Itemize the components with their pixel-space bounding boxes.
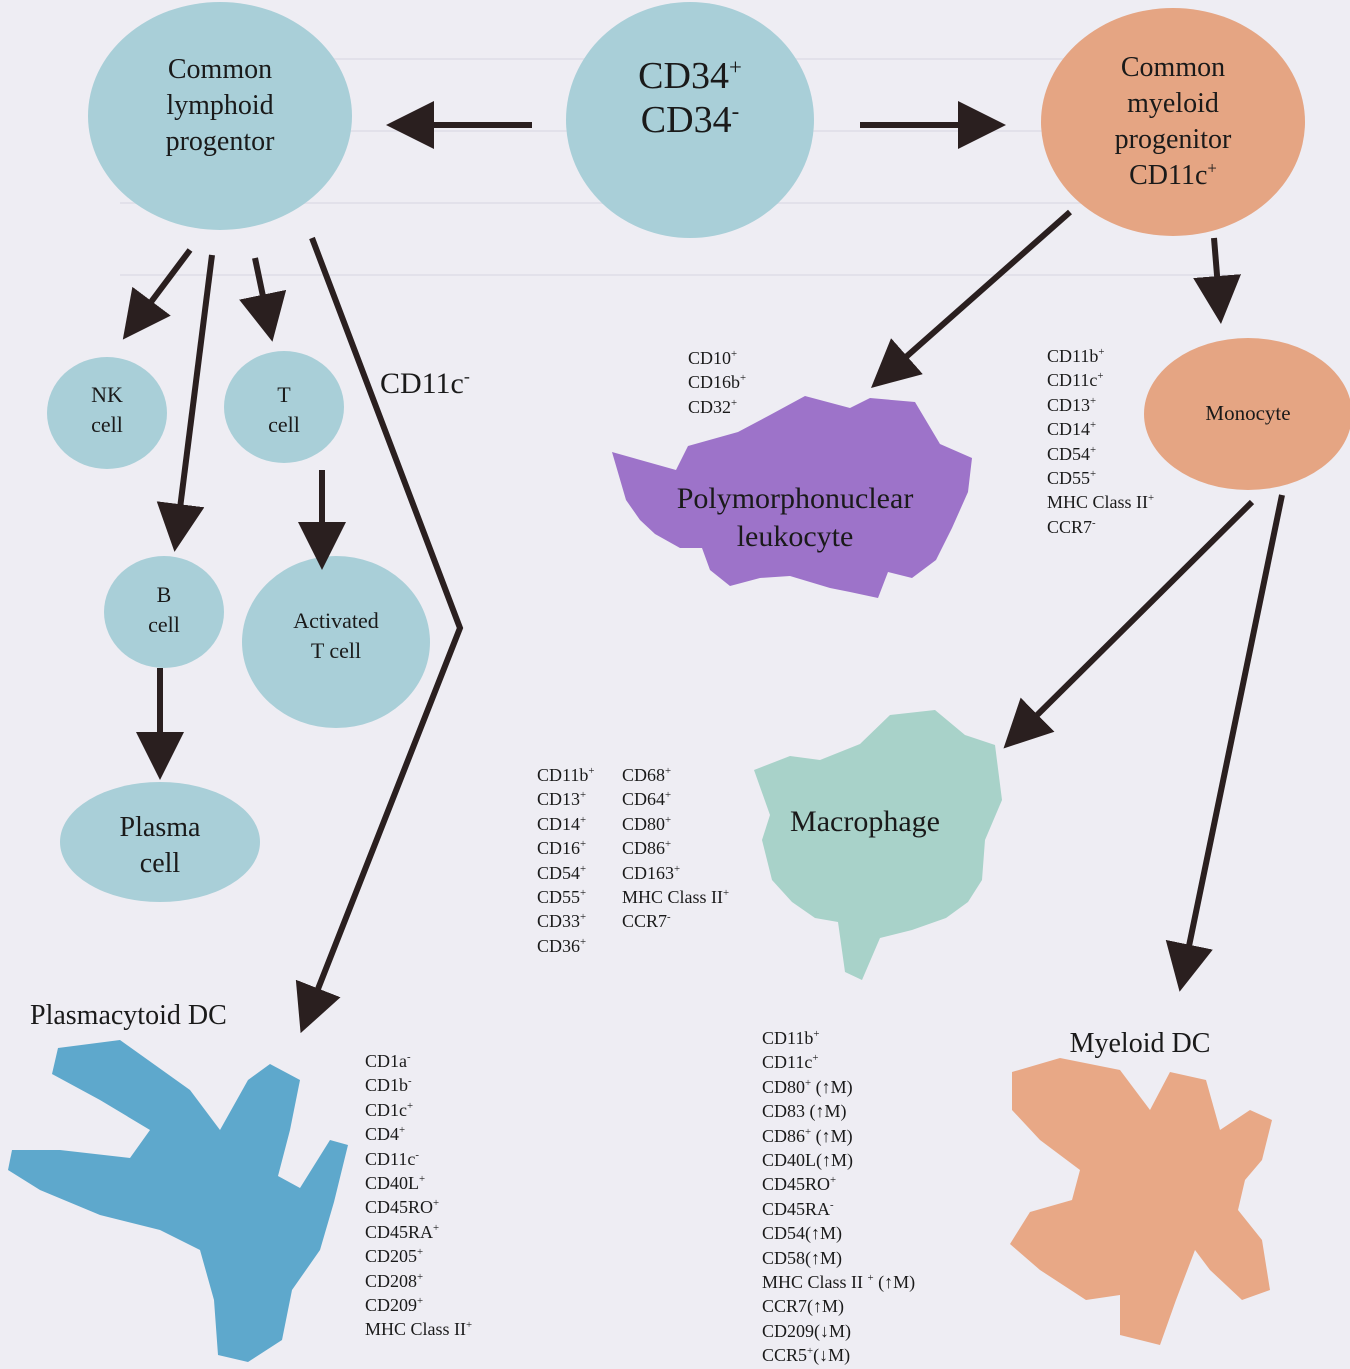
- marker-item: CD64+: [622, 789, 672, 810]
- marker-item: CD10+: [688, 348, 738, 368]
- marker-item: CD1b-: [365, 1075, 412, 1096]
- clp-cell: [88, 2, 352, 230]
- monocyte-marker-list: CD11b+ CD11c+ CD13+ CD14+ CD54+ CD55+ MHC Clas…: [1047, 344, 1154, 539]
- marker-item: CD55+: [537, 886, 587, 907]
- marker-item: CD13+: [537, 789, 587, 810]
- marker-item: CD33+: [537, 911, 587, 932]
- stem-cell: [566, 2, 814, 238]
- marker-item: MHC Class II + (↑M): [762, 1271, 916, 1292]
- marker-item: CD4+: [365, 1124, 406, 1145]
- marker-item: CD45RO+: [365, 1197, 440, 1218]
- arrow-cmp-to-pmn: [871, 209, 1072, 388]
- marker-item: CD163+: [622, 862, 681, 883]
- mdc-shape: [1010, 1058, 1272, 1345]
- marker-item: CD55+: [1047, 467, 1097, 488]
- marker-item: CD209(↓M): [762, 1320, 852, 1341]
- monocyte-label: Monocyte: [1205, 401, 1291, 425]
- marker-item: CD13+: [1047, 394, 1097, 415]
- marker-item: CD45RA-: [762, 1198, 834, 1219]
- marker-item: CD80+ (↑M): [762, 1076, 853, 1097]
- marker-item: CCR7(↑M): [762, 1296, 845, 1317]
- clp-label: Common lymphoid progentor: [165, 54, 275, 157]
- stem-cell-label: CD34+ CD34-: [638, 54, 742, 141]
- marker-item: CD32+: [688, 396, 738, 417]
- cmp-label: Common myeloid progenitor CD11c+: [1114, 52, 1232, 191]
- macrophage-marker-list-1: CD11b+ CD13+ CD14+ CD16+ CD54+ CD55+ CD33+ CD36…: [537, 763, 594, 958]
- marker-item: CD1c+: [365, 1099, 414, 1120]
- marker-item: CD54+: [1047, 443, 1097, 464]
- b-cell: [104, 556, 224, 668]
- arrow-monocyte-to-mdc: [1165, 494, 1285, 992]
- marker-item: CD14+: [537, 813, 587, 834]
- marker-item: CD208+: [365, 1270, 424, 1291]
- marker-item: CD1a-: [365, 1051, 411, 1071]
- pmn-marker-list: CD10+ CD16b+ CD32+: [688, 346, 746, 419]
- marker-item: CD11b+: [537, 765, 595, 785]
- marker-item: CD11b+: [1047, 346, 1105, 366]
- cmp-cell: [1041, 8, 1305, 236]
- arrow-clp-to-nk: [122, 248, 193, 340]
- marker-item: CCR7-: [622, 911, 671, 932]
- marker-item: CD45RO+: [762, 1174, 837, 1195]
- arrow-clp-to-b: [156, 254, 215, 552]
- marker-item: CD209+: [365, 1294, 424, 1315]
- background-line: [120, 274, 1230, 276]
- marker-item: CD68+: [622, 765, 672, 785]
- marker-item: CCR7-: [1047, 516, 1096, 537]
- marker-item: CD54(↑M): [762, 1223, 843, 1244]
- marker-item: CD80+: [622, 813, 672, 834]
- marker-item: CD58(↑M): [762, 1247, 843, 1268]
- macrophage-marker-list-2: CD68+ CD64+ CD80+ CD86+ CD163+ MHC Class II+ C…: [622, 763, 729, 934]
- marker-item: MHC Class II+: [622, 886, 730, 907]
- marker-item: CD54+: [537, 862, 587, 883]
- pdc-marker-list: CD1a- CD1b- CD1c+ CD4+ CD11c- CD40L+ CD45RO+ CD…: [365, 1049, 472, 1342]
- marker-item: MHC Class II+: [1047, 492, 1155, 513]
- plasma-cell: [60, 782, 260, 902]
- pdc-shape: [8, 1040, 348, 1362]
- marker-item: CD86+ (↑M): [762, 1125, 853, 1146]
- mdc-label: Myeloid DC: [1069, 1028, 1211, 1059]
- cd11c-neg-label: CD11c-: [380, 366, 470, 400]
- mdc-marker-list: CD11b+ CD11c+ CD80+ (↑M) CD83 (↑M) CD86+ (↑M…: [762, 1026, 915, 1367]
- macrophage-label: Macrophage: [790, 805, 940, 838]
- marker-item: CD40L+: [365, 1172, 426, 1193]
- pdc-label: Plasmacytoid DC: [30, 1000, 227, 1031]
- marker-item: CD11c+: [1047, 370, 1104, 391]
- marker-item: MHC Class II+: [365, 1319, 473, 1340]
- marker-item: CD14+: [1047, 419, 1097, 440]
- marker-item: CD16+: [537, 838, 587, 859]
- macrophage-shape: [754, 710, 1002, 980]
- arrow-clp-to-t: [239, 257, 287, 342]
- marker-item: CD11b+: [762, 1028, 820, 1048]
- monocyte-cell: [1144, 338, 1350, 490]
- pmn-shape: [612, 396, 972, 598]
- marker-item: CCR5+(↓M): [762, 1345, 851, 1366]
- marker-item: CD16b+: [688, 372, 747, 393]
- arrow-clp-to-pdc: [295, 236, 464, 1034]
- marker-item: CD11c-: [365, 1148, 419, 1169]
- arrow-cmp-to-monocyte: [1193, 237, 1242, 324]
- marker-item: CD205+: [365, 1246, 424, 1267]
- marker-item: CD40L(↑M): [762, 1149, 853, 1170]
- activated-t-cell: [242, 556, 430, 728]
- t-cell: [224, 351, 344, 463]
- marker-item: CD86+: [622, 838, 672, 859]
- marker-item: CD11c+: [762, 1052, 819, 1073]
- marker-item: CD36+: [537, 935, 587, 956]
- marker-item: CD45RA+: [365, 1221, 440, 1242]
- nk-cell: [47, 357, 167, 469]
- marker-item: CD83 (↑M): [762, 1101, 847, 1122]
- arrow-monocyte-to-macrophage: [1003, 499, 1255, 749]
